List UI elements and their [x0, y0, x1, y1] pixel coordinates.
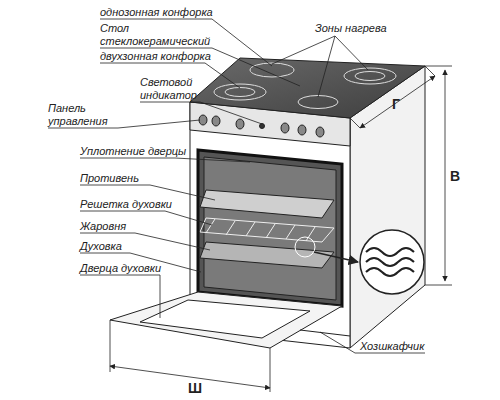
part-label: Жаровня [80, 220, 180, 233]
dimension-label: Г [392, 96, 412, 112]
part-label: Панель управления [48, 102, 120, 128]
dimension-label: Ш [188, 380, 208, 396]
part-label: двухзонная конфорка [100, 50, 260, 63]
part-label: Стол стеклокерамический [100, 22, 215, 48]
part-label: Световой индикатор [140, 76, 202, 102]
part-label: Дверца духовки [80, 262, 200, 275]
part-label: Противень [80, 172, 190, 185]
part-label: однозонная конфорка [100, 6, 260, 19]
part-label: Хозшкафчик [360, 340, 460, 353]
part-label: Уплотнение дверцы [80, 145, 210, 158]
leader-lines [48, 19, 425, 353]
part-label: Решетка духовки [80, 198, 200, 211]
part-label: Духовка [80, 240, 180, 253]
dimension-label: В [450, 168, 470, 184]
part-label: Зоны нагрева [315, 22, 435, 35]
